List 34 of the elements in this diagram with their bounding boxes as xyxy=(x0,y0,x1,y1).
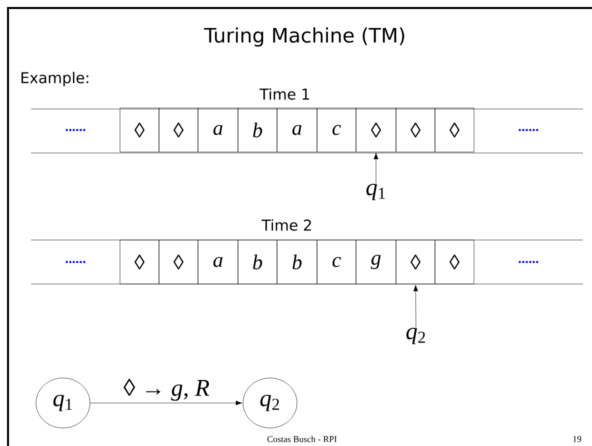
head-arrow xyxy=(374,152,378,184)
tape-cell: ◊ xyxy=(356,108,396,152)
tape-ellipsis: ...... xyxy=(518,260,538,264)
tape-cell: g xyxy=(356,240,396,284)
tape-cell: b xyxy=(238,240,278,284)
tape-cell: c xyxy=(316,240,356,284)
footer-text: Costas Busch - RPI xyxy=(267,436,337,442)
slide-title: Turing Machine (TM) xyxy=(204,27,404,47)
head-label: q$_{2}$ xyxy=(406,328,425,344)
tape-cell: a xyxy=(198,240,238,284)
transition-arrow xyxy=(90,400,242,406)
tape-cell: ◊ xyxy=(396,240,436,284)
tape-cell: ◊ xyxy=(158,108,198,152)
tape-ellipsis: ...... xyxy=(66,128,86,132)
tape-cell: b xyxy=(276,240,318,284)
tape-cell: ◊ xyxy=(434,240,474,284)
tape-cell: a xyxy=(198,108,238,152)
tape-cell: ◊ xyxy=(120,240,160,284)
tape-cell: a xyxy=(276,108,318,152)
tape-cell: ◊ xyxy=(158,240,198,284)
page-number: 19 xyxy=(573,436,582,442)
edge-label: ◊ → g, R xyxy=(122,378,211,402)
tape-ellipsis: ...... xyxy=(66,260,86,264)
tape-cell: c xyxy=(316,108,356,152)
tape-cell: ◊ xyxy=(396,108,436,152)
tape-cell: ◊ xyxy=(434,108,474,152)
tape-cell: ◊ xyxy=(120,108,160,152)
section-label: Example: xyxy=(22,72,88,86)
time-label: Time 2 xyxy=(262,219,311,231)
head-label: q$_{1}$ xyxy=(366,184,385,200)
tape-cell: b xyxy=(238,108,278,152)
head-arrow xyxy=(413,284,418,328)
tape-ellipsis: ...... xyxy=(518,128,538,132)
time-label: Time 1 xyxy=(260,88,310,100)
